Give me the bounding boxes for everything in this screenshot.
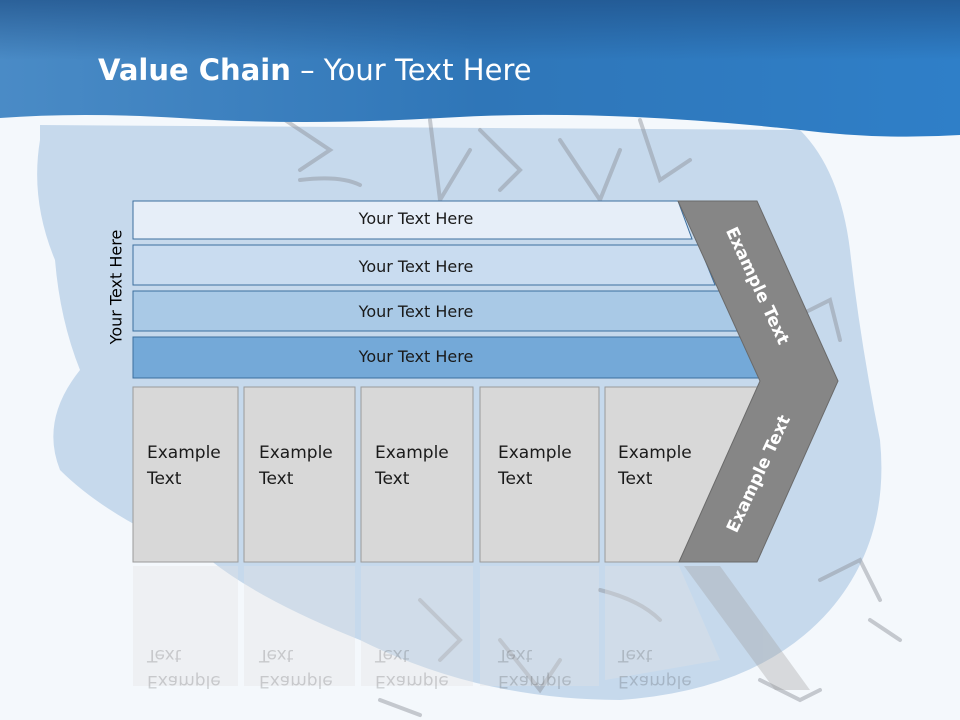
primary-box-4 xyxy=(479,386,600,563)
primary-label-1-line2: Text xyxy=(147,469,182,489)
primary-reflection-4-line2: Text xyxy=(498,645,533,665)
primary-label-1-line1: Example xyxy=(147,443,221,463)
primary-reflection-3: Example Text xyxy=(375,642,449,694)
primary-label-2: Example Text xyxy=(259,440,333,492)
primary-reflection-2-line1: Example xyxy=(259,671,333,691)
title-rest: – Your Text Here xyxy=(290,53,532,87)
sketch-decoration xyxy=(283,118,902,717)
primary-label-2-line2: Text xyxy=(259,469,294,489)
primary-label-4: Example Text xyxy=(498,440,572,492)
primary-reflection-5-line2: Text xyxy=(618,645,653,665)
primary-label-5-line1: Example xyxy=(618,443,692,463)
primary-label-1: Example Text xyxy=(147,440,221,492)
page-title: Value Chain – Your Text Here xyxy=(98,53,532,87)
support-bar-label-1: Your Text Here xyxy=(358,209,474,228)
primary-label-4-line2: Text xyxy=(498,469,533,489)
primary-reflection-4-line1: Example xyxy=(498,671,572,691)
support-bar-1 xyxy=(132,200,693,240)
primary-reflection-2: Example Text xyxy=(259,642,333,694)
primary-reflection-2-line2: Text xyxy=(259,645,294,665)
support-bar-2 xyxy=(132,244,716,286)
primary-label-4-line1: Example xyxy=(498,443,572,463)
margin-arrow xyxy=(677,200,839,563)
support-bar-label-4: Your Text Here xyxy=(358,347,474,366)
primary-box-3 xyxy=(360,386,474,563)
primary-label-3-line2: Text xyxy=(375,469,410,489)
primary-box-2 xyxy=(243,386,356,563)
primary-label-5-line2: Text xyxy=(618,469,653,489)
primary-reflection-4: Example Text xyxy=(498,642,572,694)
primary-label-3: Example Text xyxy=(375,440,449,492)
primary-reflection-1-line1: Example xyxy=(147,671,221,691)
primary-box-1 xyxy=(132,386,239,563)
primary-reflection-3-line2: Text xyxy=(375,645,410,665)
primary-reflection-5-line1: Example xyxy=(618,671,692,691)
primary-reflection-1-line2: Text xyxy=(147,645,182,665)
title-bold: Value Chain xyxy=(98,53,291,87)
support-bar-label-3: Your Text Here xyxy=(358,302,474,321)
primary-reflection-1: Example Text xyxy=(147,642,221,694)
primary-label-2-line1: Example xyxy=(259,443,333,463)
primary-label-5: Example Text xyxy=(618,440,692,492)
primary-reflection-3-line1: Example xyxy=(375,671,449,691)
primary-label-3-line1: Example xyxy=(375,443,449,463)
support-bar-label-2: Your Text Here xyxy=(358,257,474,276)
reflection xyxy=(133,566,810,690)
primary-reflection-5: Example Text xyxy=(618,642,692,694)
